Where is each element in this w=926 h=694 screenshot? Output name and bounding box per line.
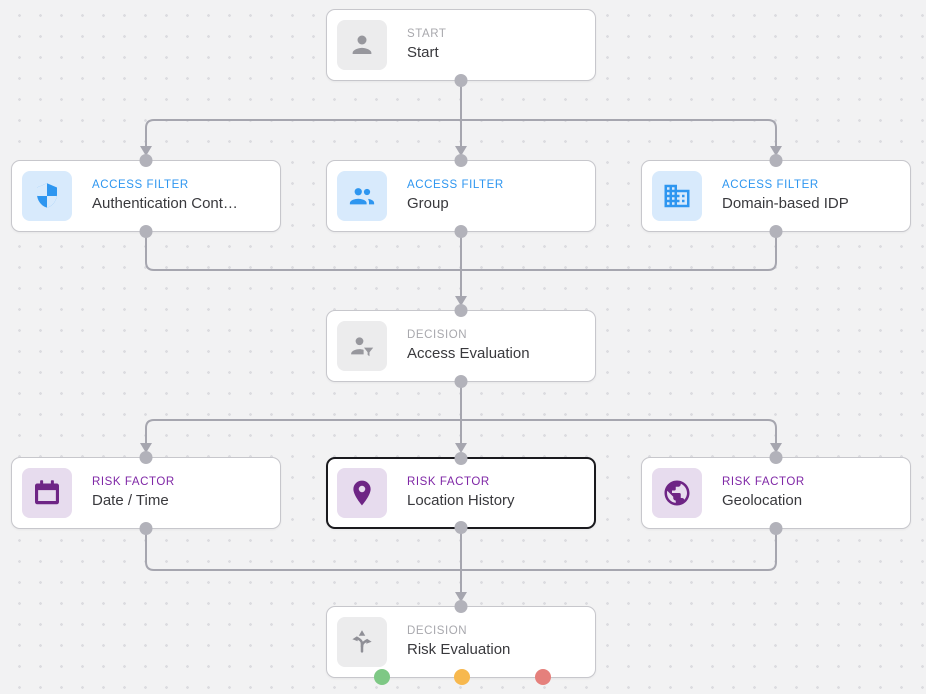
- node-category: RISK FACTOR: [92, 476, 175, 489]
- node-category: ACCESS FILTER: [407, 179, 504, 192]
- node-category: ACCESS FILTER: [722, 179, 819, 192]
- outcome-port-green[interactable]: [374, 669, 390, 685]
- output-port[interactable]: [454, 375, 468, 388]
- input-port[interactable]: [139, 154, 153, 167]
- input-port[interactable]: [769, 451, 783, 464]
- node-title: Authentication Cont…: [92, 194, 238, 212]
- node-title: Geolocation: [722, 491, 803, 509]
- node-category: DECISION: [407, 625, 468, 638]
- node-risk-factor-geolocation[interactable]: RISK FACTOR Geolocation: [641, 451, 911, 535]
- output-port[interactable]: [454, 521, 468, 534]
- node-title: Risk Evaluation: [407, 640, 511, 658]
- node-access-filter-group[interactable]: ACCESS FILTER Group: [326, 154, 596, 238]
- node-category: RISK FACTOR: [722, 476, 805, 489]
- node-risk-factor-date-time[interactable]: RISK FACTOR Date / Time: [11, 451, 281, 535]
- output-port[interactable]: [454, 74, 468, 87]
- output-port[interactable]: [769, 225, 783, 238]
- node-title: Location History: [407, 491, 515, 509]
- calendar-icon: [22, 468, 72, 518]
- node-title: Access Evaluation: [407, 344, 530, 362]
- node-category: RISK FACTOR: [407, 476, 490, 489]
- alt-route-icon: [337, 617, 387, 667]
- input-port[interactable]: [454, 304, 468, 317]
- location-pin-icon: [337, 468, 387, 518]
- node-decision-access-evaluation[interactable]: DECISION Access Evaluation: [326, 304, 596, 388]
- output-port[interactable]: [769, 522, 783, 535]
- node-title: Date / Time: [92, 491, 169, 509]
- output-port[interactable]: [139, 522, 153, 535]
- input-port[interactable]: [139, 451, 153, 464]
- output-port[interactable]: [139, 225, 153, 238]
- node-title: Domain-based IDP: [722, 194, 849, 212]
- input-port[interactable]: [454, 452, 468, 465]
- building-icon: [652, 171, 702, 221]
- person-filter-icon: [337, 321, 387, 371]
- node-title: Group: [407, 194, 449, 212]
- node-start[interactable]: START Start: [326, 9, 596, 87]
- output-port[interactable]: [454, 225, 468, 238]
- input-port[interactable]: [769, 154, 783, 167]
- node-risk-factor-location-history[interactable]: RISK FACTOR Location History: [326, 452, 596, 534]
- person-icon: [337, 20, 387, 70]
- node-category: START: [407, 28, 447, 41]
- outcome-port-amber[interactable]: [454, 669, 470, 685]
- node-access-filter-domain-idp[interactable]: ACCESS FILTER Domain-based IDP: [641, 154, 911, 238]
- globe-icon: [652, 468, 702, 518]
- node-access-filter-authentication-context[interactable]: ACCESS FILTER Authentication Cont…: [11, 154, 281, 238]
- shield-icon: [22, 171, 72, 221]
- outcome-port-red[interactable]: [535, 669, 551, 685]
- group-icon: [337, 171, 387, 221]
- node-category: DECISION: [407, 329, 468, 342]
- node-decision-risk-evaluation[interactable]: DECISION Risk Evaluation: [326, 600, 596, 685]
- input-port[interactable]: [454, 154, 468, 167]
- node-category: ACCESS FILTER: [92, 179, 189, 192]
- input-port[interactable]: [454, 600, 468, 613]
- node-title: Start: [407, 43, 439, 61]
